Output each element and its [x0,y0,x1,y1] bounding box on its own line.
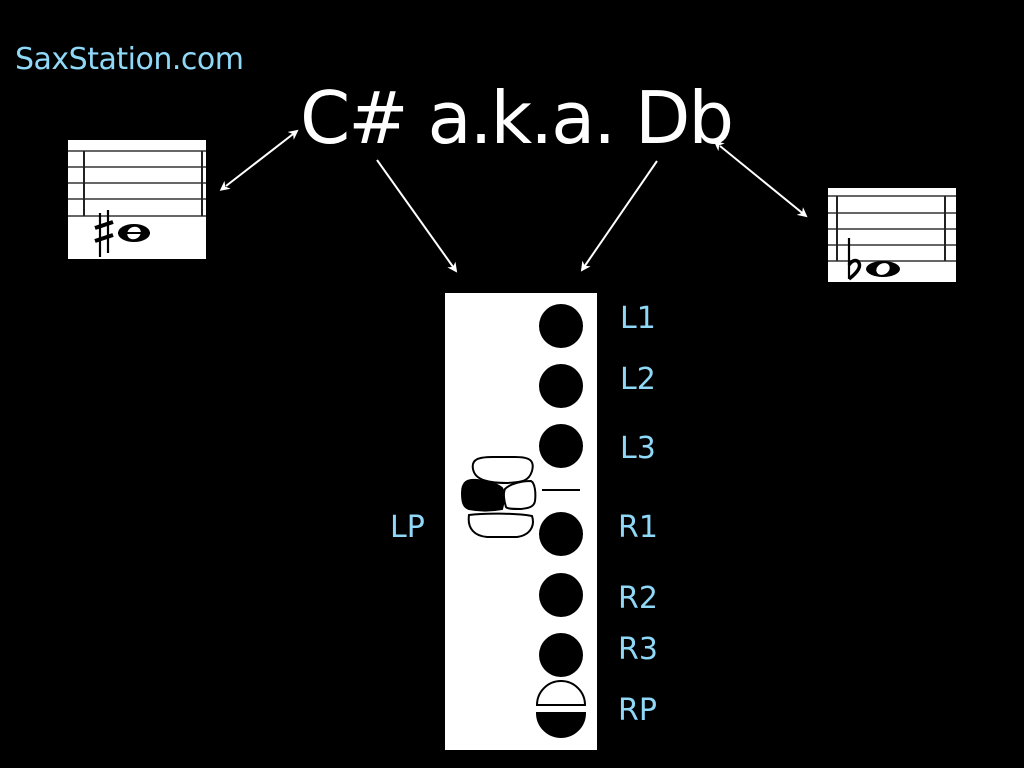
key-l1-closed [539,304,583,348]
fingering-chart [445,293,597,750]
arrow-down-right-icon [580,160,658,272]
label-l1: L1 [620,301,656,336]
label-l2: L2 [620,362,656,397]
flat-icon [847,238,862,281]
staff-d-flat [828,188,956,282]
fingering-chart-diagram [460,304,587,738]
label-lp: LP [390,510,425,545]
staff-d-flat-notation [828,195,956,281]
whole-note-icon [866,261,900,277]
arrow-down-left-icon [376,159,458,273]
whole-note-icon [118,224,150,242]
label-l3: L3 [620,431,656,466]
label-rp: RP [618,693,657,728]
left-pinky-table [460,456,537,538]
label-r1: R1 [618,510,658,545]
key-r3-closed [539,633,583,677]
label-r3: R3 [618,632,658,667]
sharp-icon [94,210,114,257]
label-r2: R2 [618,581,658,616]
site-label: SaxStation.com [15,42,244,77]
double-arrow-left-icon [219,129,299,191]
key-rp-half [535,680,587,738]
key-l3-closed [539,424,583,468]
key-r1-closed [539,512,583,556]
staff-c-sharp-notation [68,150,206,257]
double-arrow-right-icon [713,140,808,218]
key-l2-closed [539,364,583,408]
staff-c-sharp [68,140,206,259]
page-title: C# a.k.a. Db [300,76,734,160]
key-r2-closed [539,573,583,617]
